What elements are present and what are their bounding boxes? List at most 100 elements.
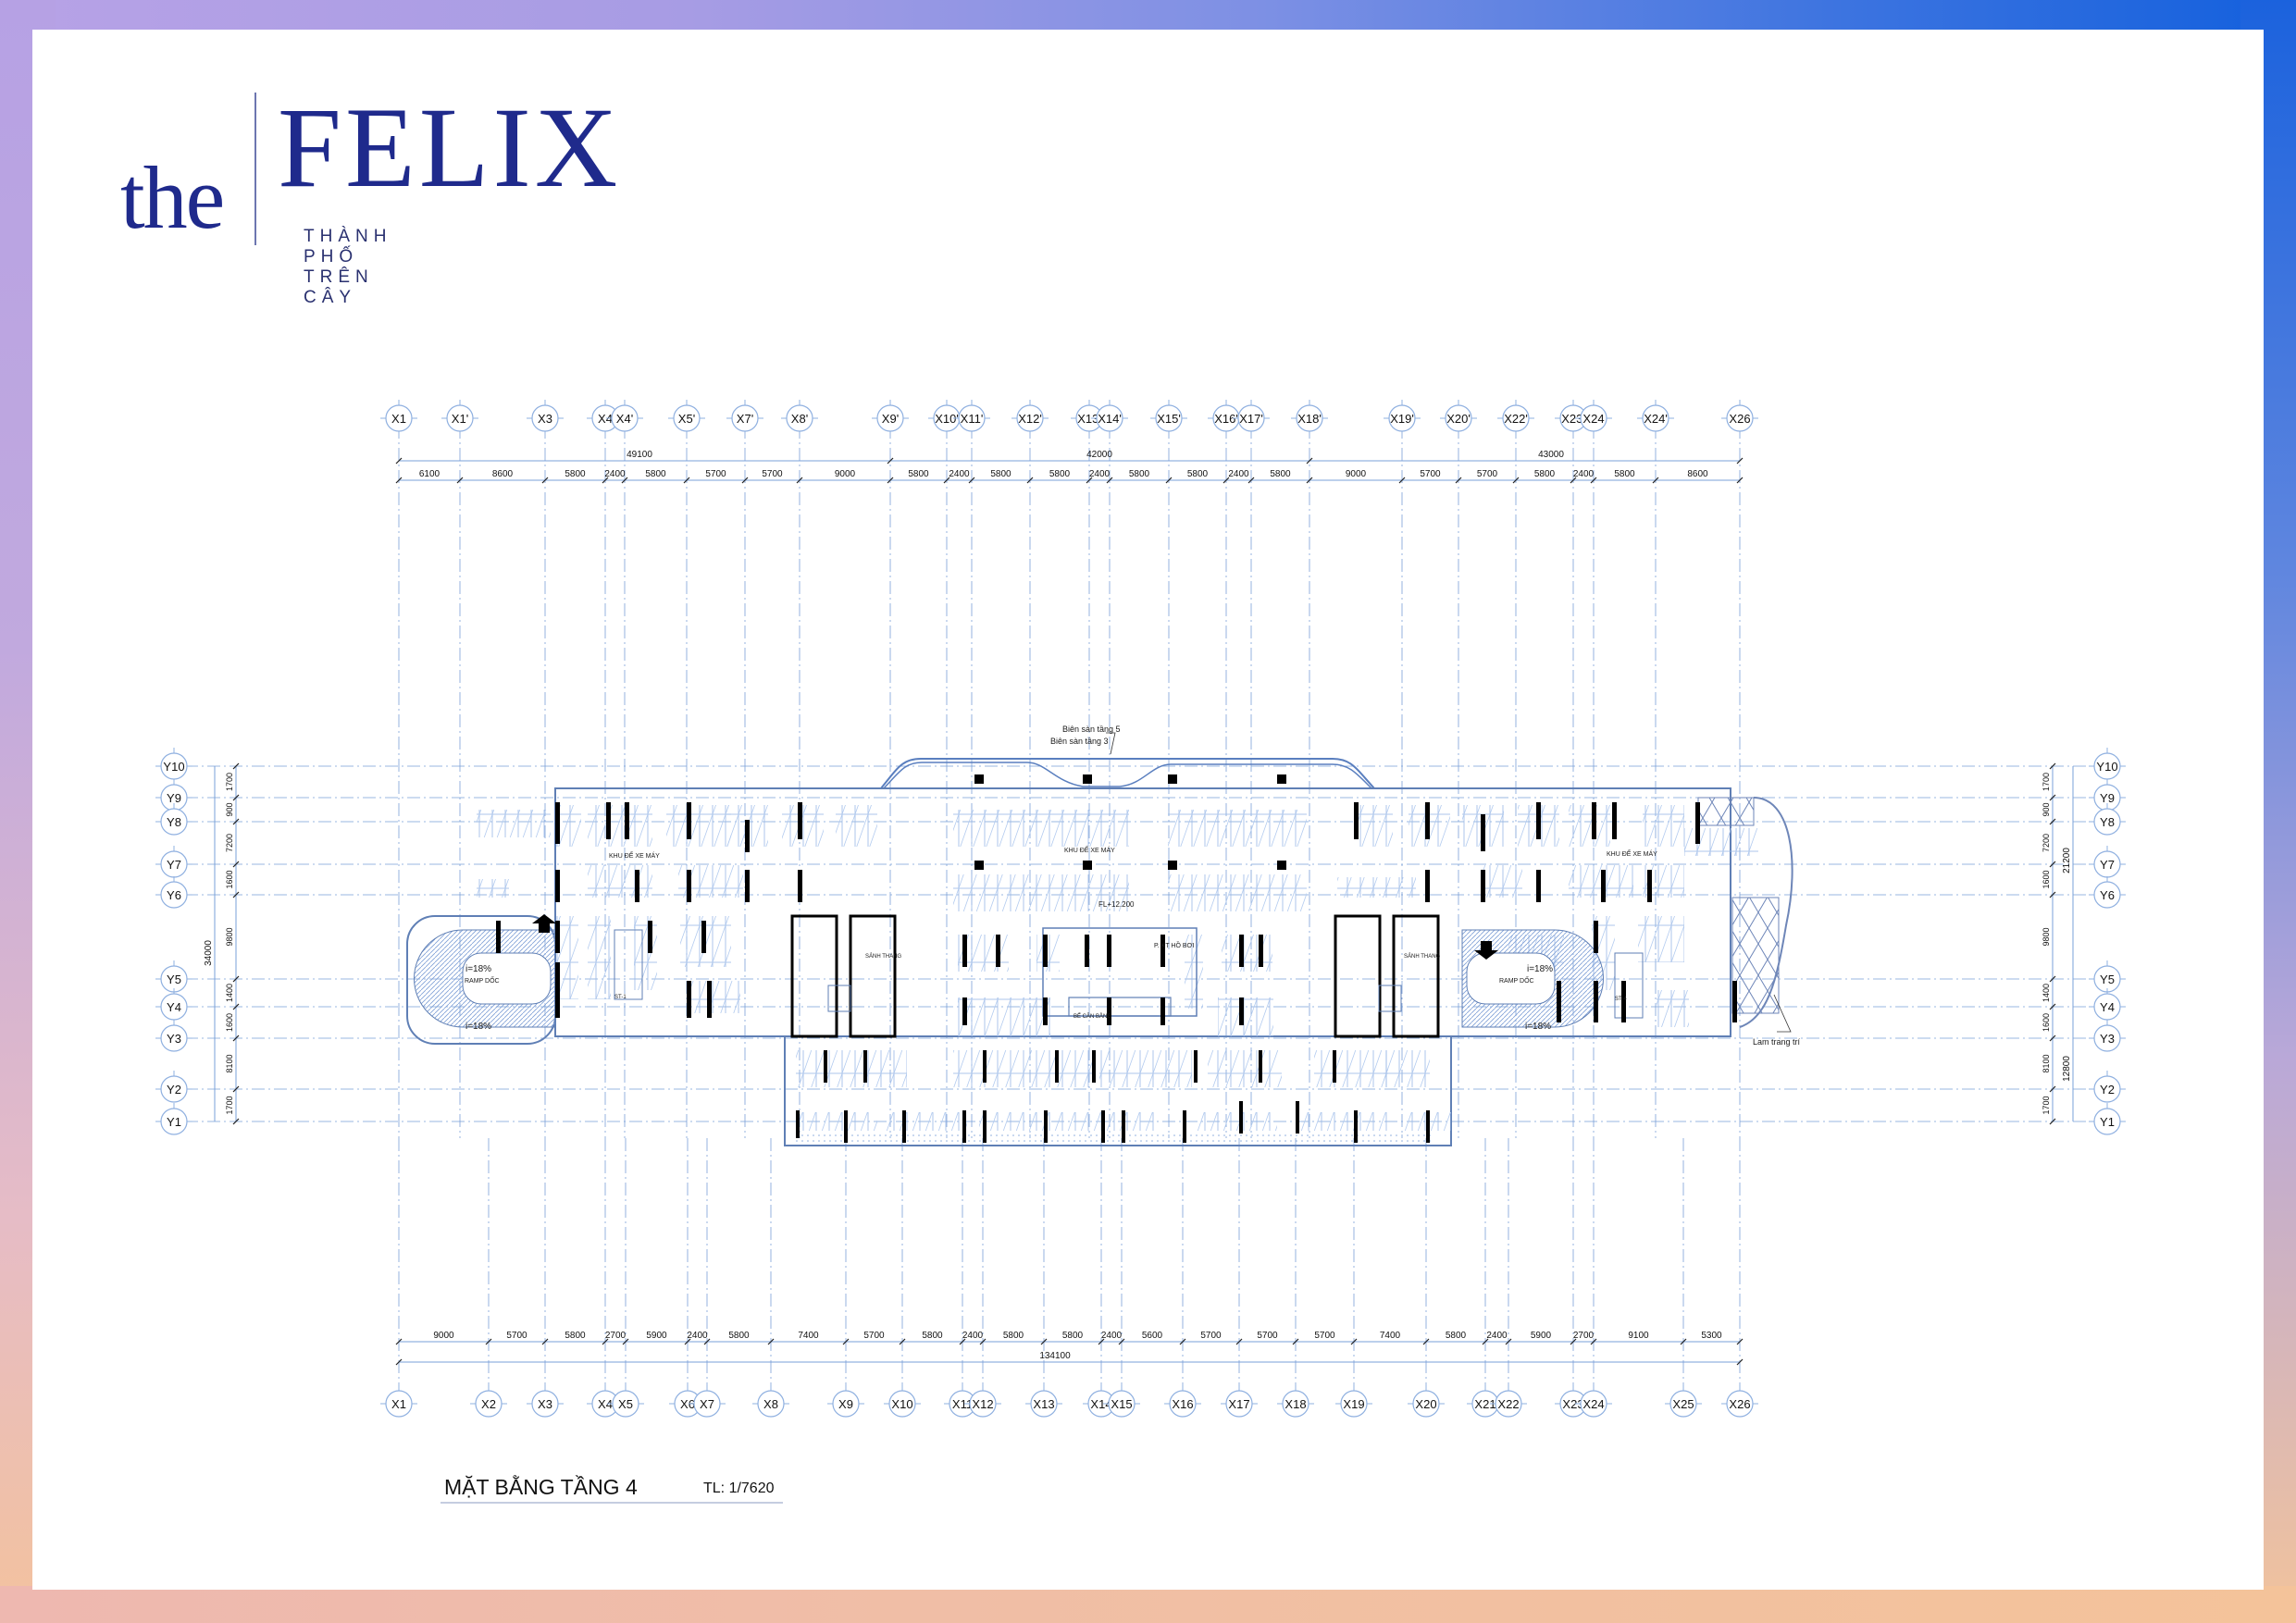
axis-label: X11' — [961, 412, 984, 426]
axis-label: Y4 — [2100, 1000, 2115, 1014]
axis-label: X15' — [1157, 412, 1181, 426]
axis-label: Y1 — [2100, 1115, 2115, 1129]
bottom-axis-bubble: X23 — [1555, 1385, 1592, 1418]
bottom-span-dimension: 5800 — [1003, 1331, 1024, 1341]
bottom-axis-bubble: X15 — [1103, 1385, 1140, 1418]
axis-label: X19' — [1390, 412, 1414, 426]
top-axis-bubble: X4' — [606, 400, 643, 432]
axis-label: X9' — [882, 412, 899, 426]
left-axis-bubble: Y6 — [155, 876, 192, 909]
top-axis-bubble: X5' — [668, 400, 705, 432]
bottom-span-dimension: 5900 — [1531, 1331, 1552, 1341]
top-span-dimension: 5800 — [1270, 469, 1291, 479]
bottom-axis-bubble: X17 — [1221, 1385, 1258, 1418]
axis-label: X20' — [1446, 412, 1471, 426]
right-axis-bubble: Y7 — [2089, 846, 2126, 878]
top-span-dimension: 5700 — [1420, 469, 1441, 479]
top-axis-bubble: X4 — [587, 400, 624, 432]
left-axis-bubble: Y1 — [155, 1103, 192, 1135]
top-span-dimension: 5800 — [1129, 469, 1150, 479]
axis-label: X26 — [1729, 1397, 1750, 1411]
axis-label: X4 — [598, 412, 613, 426]
bottom-axis-bubble: X8 — [752, 1385, 789, 1418]
top-axis-bubble: X14' — [1091, 400, 1128, 432]
axis-label: Y7 — [2100, 858, 2115, 872]
top-axis-bubble: X17' — [1233, 400, 1270, 432]
axis-label: X25 — [1672, 1397, 1694, 1411]
axis-label: Y2 — [2100, 1083, 2115, 1096]
axis-label: X26 — [1729, 412, 1750, 426]
left-span-dimension: 1600 — [225, 870, 234, 888]
top-axis-bubble: X7' — [726, 400, 763, 432]
axis-label: X3 — [538, 412, 552, 426]
axis-label: X17 — [1228, 1397, 1249, 1411]
label-lobby-right: SẢNH THANG — [1404, 953, 1441, 960]
axis-label: X7 — [700, 1397, 714, 1411]
right-axis-bubble: Y2 — [2089, 1071, 2126, 1103]
left-span-dimension: 8100 — [225, 1054, 234, 1072]
top-axis-bubble: X24' — [1637, 400, 1674, 432]
bottom-axis-bubble: X24 — [1575, 1385, 1612, 1418]
top-span-dimension: 6100 — [419, 469, 441, 479]
label-ramp-right: RAMP DỐC — [1499, 975, 1534, 985]
axis-label: X23 — [1562, 1397, 1583, 1411]
label-decor-louver: Lam trang trí — [1753, 1037, 1801, 1047]
bottom-axis-bubble: X1 — [380, 1385, 417, 1418]
label-moto-parking-right: KHU ĐỂ XE MÁY — [1607, 849, 1657, 858]
top-span-dimension: 5800 — [565, 469, 586, 479]
right-total-dimension: 12800 — [2062, 1056, 2072, 1082]
bottom-span-dimension: 2700 — [1573, 1331, 1595, 1341]
left-axis-bubble: Y5 — [155, 960, 192, 993]
axis-label: X12 — [972, 1397, 993, 1411]
axis-label: X9 — [838, 1397, 853, 1411]
bottom-span-dimension: 2700 — [605, 1331, 627, 1341]
bottom-span-dimension: 5700 — [506, 1331, 527, 1341]
axis-label: X21 — [1474, 1397, 1496, 1411]
bottom-axis-bubble: X19 — [1335, 1385, 1372, 1418]
bottom-span-dimension: 9000 — [433, 1331, 454, 1341]
bottom-span-dimension: 5700 — [1200, 1331, 1222, 1341]
left-axis-bubble: Y4 — [155, 988, 192, 1021]
logo-divider — [254, 93, 256, 245]
label-level-tag: FL+12.200 — [1098, 900, 1135, 909]
axis-label: X17' — [1239, 412, 1263, 426]
axis-label: X4' — [616, 412, 633, 426]
axis-label: Y9 — [167, 791, 181, 805]
left-axis-bubble: Y9 — [155, 779, 192, 812]
bottom-span-dimension: 7400 — [1380, 1331, 1401, 1341]
top-span-dimension: 2400 — [1089, 469, 1111, 479]
top-span-dimension: 5800 — [990, 469, 1011, 479]
label-slope-left-bottom: i=18% — [465, 1022, 491, 1032]
left-span-dimension: 1400 — [225, 984, 234, 1002]
bottom-axis-bubble: X5 — [607, 1385, 644, 1418]
top-span-dimension: 5800 — [908, 469, 929, 479]
top-span-dimension: 5800 — [1187, 469, 1209, 479]
right-axis-bubble: Y6 — [2089, 876, 2126, 909]
right-span-dimension: 1600 — [2042, 1013, 2051, 1032]
label-stair-1: ST-1 — [614, 995, 627, 1000]
axis-label: X15 — [1111, 1397, 1132, 1411]
axis-label: X8 — [763, 1397, 778, 1411]
bottom-axis-bubble: X3 — [527, 1385, 564, 1418]
left-span-dimension: 1600 — [225, 1013, 234, 1032]
bottom-axis-bubble: X4 — [587, 1385, 624, 1418]
structural-columns — [496, 774, 1737, 1143]
top-axis-bubble: X20' — [1440, 400, 1477, 432]
left-span-dimension: 1700 — [225, 773, 234, 791]
top-axis-bubble: X22' — [1497, 400, 1534, 432]
right-span-dimension: 1600 — [2042, 870, 2051, 888]
building-outline — [406, 758, 1793, 1146]
bottom-axis-bubble: X12 — [964, 1385, 1001, 1418]
left-axis-bubble: Y2 — [155, 1071, 192, 1103]
axis-label: Y3 — [167, 1032, 181, 1046]
bottom-span-dimension: 5600 — [1142, 1331, 1163, 1341]
axis-label: Y7 — [167, 858, 181, 872]
left-axis-bubble: Y3 — [155, 1020, 192, 1052]
bottom-axis-bubble: X26 — [1721, 1385, 1758, 1418]
bottom-span-dimension: 5700 — [1314, 1331, 1335, 1341]
right-span-dimension: 1700 — [2042, 1096, 2051, 1114]
bottom-span-dimension: 5700 — [863, 1331, 885, 1341]
top-span-dimension: 5700 — [762, 469, 783, 479]
right-span-dimension: 9800 — [2042, 927, 2051, 946]
